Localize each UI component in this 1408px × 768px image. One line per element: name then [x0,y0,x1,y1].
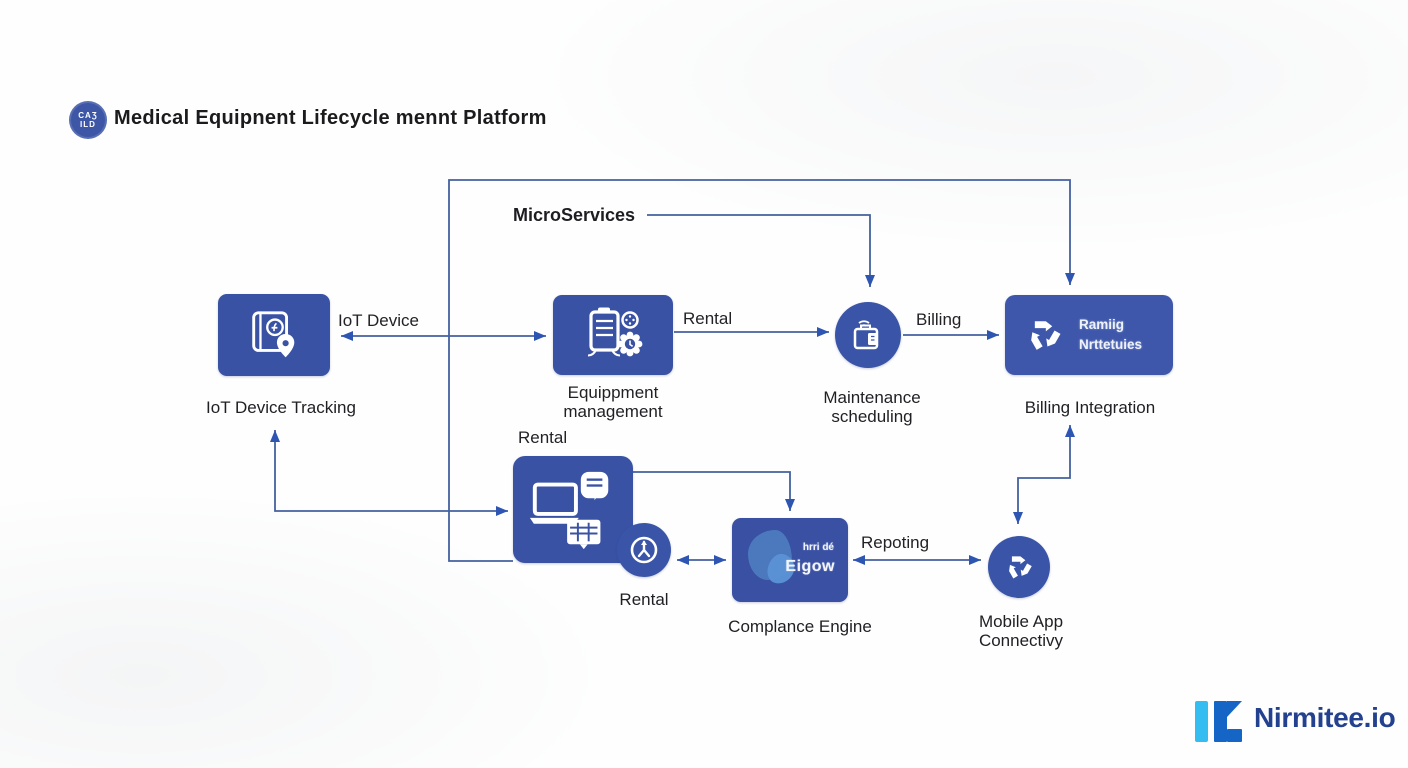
compliance-node-label: Complance Engine [728,617,872,636]
nirmitee-logo-mark [1195,701,1245,742]
node-compliance-engine: hrri dé Eigow [732,518,848,602]
edge-label-rental: Rental [683,309,733,328]
billing-node-label: Billing Integration [1024,398,1156,417]
briefcase-wifi-icon [848,315,888,355]
recycle-icon [1001,550,1037,584]
iot-node-label: IoT Device Tracking [206,398,356,417]
node-mobile-app-connectivity [988,536,1050,598]
compliance-inner-line2: Eigow [785,558,835,575]
edge-microservices [647,214,875,287]
cycle-arrow-icon [626,532,662,568]
equipment-label-line1: Equippment [567,383,659,402]
edge-outer-loop [448,179,1075,562]
billing-inner-line1: Ramiig [1079,317,1125,332]
edge-label-iot-device: IoT Device [338,311,419,330]
badge-glyph-line2: ILD [80,120,96,129]
logo-mark-dark-slash [1227,701,1242,717]
node-rental [513,456,633,563]
equipment-label-line2: management [563,402,663,421]
brain-badge-icon: CAƷ ILD [69,101,107,139]
rental-circle-label: Rental [619,590,669,609]
mobile-node-label: Mobile App Connectivy [941,612,1101,650]
logo-mark-dark-foot [1227,729,1242,742]
folder-location-icon [241,306,307,364]
edge-rental-to-compliance [633,471,795,511]
billing-inner-text: Ramiig Nrttetuies [1079,315,1142,355]
edge-rental-to-iot [270,430,508,516]
billing-inner-line2: Nrttetuies [1079,337,1143,352]
maintenance-label-line1: Maintenance [823,388,921,407]
edge-label-billing: Billing [916,310,962,329]
node-rental-circle [617,523,671,577]
badge-glyph-line1: CAƷ [78,111,98,120]
compliance-inner-line1: hrri dé [802,542,834,553]
maintenance-label-line2: scheduling [831,407,913,426]
recycle-icon [1021,313,1067,357]
equipment-cart-icon [575,305,651,365]
maintenance-node-label: Maintenance scheduling [792,388,952,426]
edge-mobile-billing [1013,425,1075,524]
nirmitee-logo-text: Nirmitee.io [1254,702,1396,733]
node-iot-device-tracking [218,294,330,376]
node-maintenance-scheduling [835,302,901,368]
microservices-label: MicroServices [513,205,636,225]
logo-mark-light-bar [1195,701,1208,742]
laptop-docs-icon [526,466,620,554]
logo-mark-dark-bar [1214,701,1227,742]
mobile-label-line1: Mobile App [978,612,1064,631]
node-equipment-management [553,295,673,375]
equipment-node-label: Equippment management [542,383,684,421]
rental-box-label: Rental [518,428,568,447]
mobile-label-line2: Connectivy [978,631,1064,650]
edge-label-reporting: Repoting [861,533,930,552]
page-title: Medical Equipnent Lifecycle mennt Platfo… [114,107,547,129]
node-billing-integration: Ramiig Nrttetuies [1005,295,1173,375]
